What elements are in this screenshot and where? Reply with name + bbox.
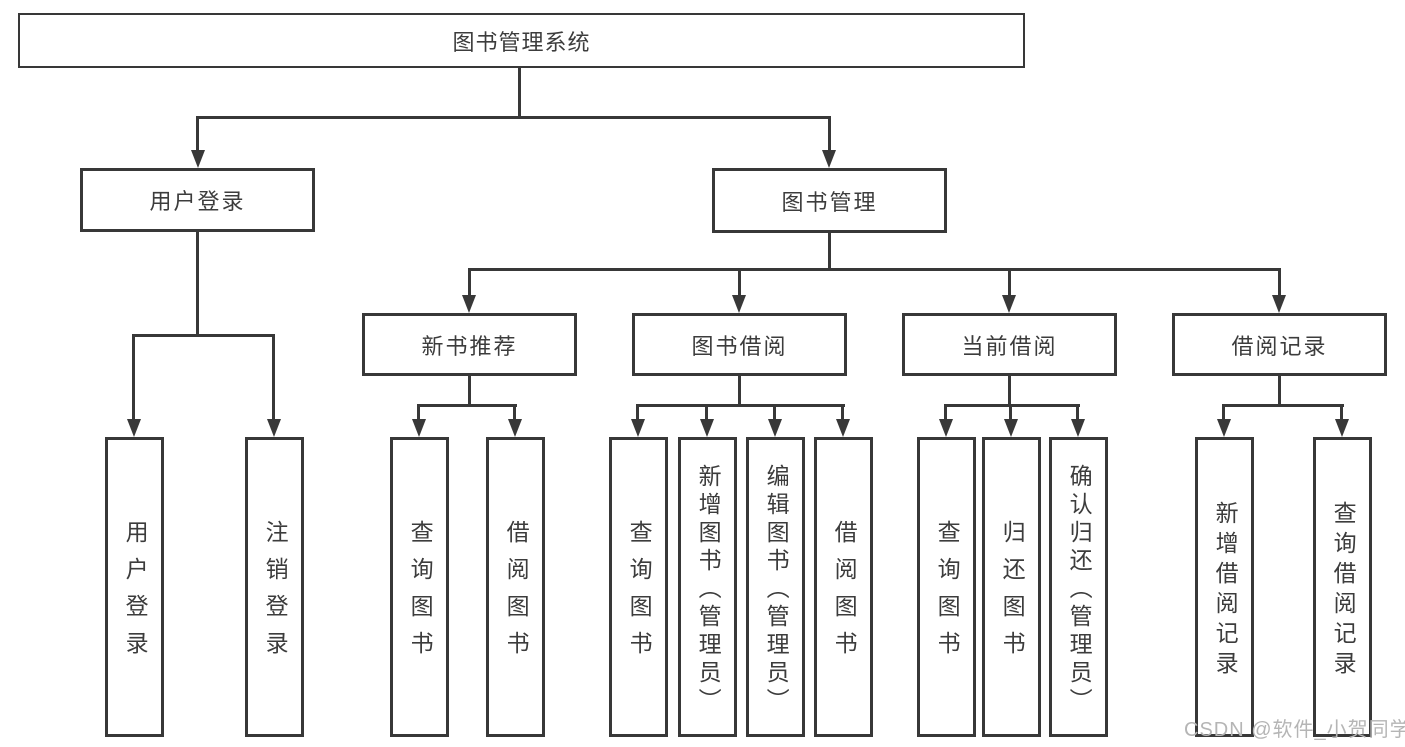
node-borrowing-records: 借阅记录 [1172,313,1387,376]
arrowhead-down-icon [462,295,476,313]
connector-line [738,268,741,297]
connector-line [1008,268,1011,297]
arrowhead-down-icon [1004,419,1018,437]
connector-line [1008,376,1011,407]
leaf-edit-book-admin: 编辑图书（管理员） [746,437,805,737]
arrowhead-down-icon [412,419,426,437]
connector-line [1340,404,1343,420]
arrowhead-down-icon [631,419,645,437]
leaf-logout: 注销登录 [245,437,304,737]
node-label: 查询借阅记录 [1330,500,1357,681]
connector-line [705,404,708,420]
arrowhead-down-icon [1272,295,1286,313]
node-label: 当前借阅 [961,333,1058,359]
arrowhead-down-icon [191,150,205,168]
node-label: 用户登录 [149,189,246,214]
connector-line [468,268,471,297]
arrowhead-down-icon [822,150,836,168]
connector-line [196,232,199,336]
connector-line [132,334,135,420]
node-book-borrowing: 图书借阅 [632,313,847,376]
connector-line [1278,376,1281,407]
node-label: 查询图书 [626,520,653,668]
watermark-text: CSDN @软件_小贺同学 [1184,719,1405,741]
connector-line [513,404,516,420]
leaf-user-login: 用户登录 [105,437,164,737]
node-current-borrowing: 当前借阅 [902,313,1117,376]
node-user-login: 用户登录 [80,168,315,232]
node-new-book-recommendation: 新书推荐 [362,313,577,376]
arrowhead-down-icon [836,419,850,437]
arrowhead-down-icon [1002,295,1016,313]
connector-line [1278,268,1281,297]
leaf-return-book: 归还图书 [982,437,1041,737]
connector-line [468,268,1280,271]
node-label: 编辑图书（管理员） [763,463,790,716]
connector-line [1222,404,1344,407]
connector-line [1222,404,1225,420]
leaf-add-book-admin: 新增图书（管理员） [678,437,737,737]
node-label: 借阅记录 [1231,333,1328,359]
connector-line [828,233,831,270]
leaf-borrow-books-2: 借阅图书 [814,437,873,737]
node-label: 查询图书 [934,520,961,668]
connector-line [468,376,471,407]
arrowhead-down-icon [508,419,522,437]
arrowhead-down-icon [732,295,746,313]
node-label: 注销登录 [262,520,289,668]
node-label: 查询图书 [407,520,434,668]
arrowhead-down-icon [768,419,782,437]
node-label: 图书管理系统 [452,29,591,55]
arrowhead-down-icon [1217,419,1231,437]
leaf-borrow-books-1: 借阅图书 [486,437,545,737]
node-label: 新增借阅记录 [1212,500,1239,681]
node-book-management: 图书管理 [712,168,947,233]
connector-line [841,404,844,420]
node-label: 图书管理 [781,189,878,215]
node-label: 新书推荐 [421,333,518,359]
leaf-query-books-3: 查询图书 [917,437,976,737]
connector-line [1009,404,1012,420]
leaf-add-borrow-record: 新增借阅记录 [1195,437,1254,737]
connector-line [637,404,845,407]
connector-line [773,404,776,420]
node-label: 图书借阅 [691,333,788,359]
connector-line [196,116,199,152]
arrowhead-down-icon [267,419,281,437]
leaf-query-books-2: 查询图书 [609,437,668,737]
connector-line [944,404,1080,407]
leaf-query-borrow-record: 查询借阅记录 [1313,437,1372,737]
leaf-confirm-return-admin: 确认归还（管理员） [1049,437,1108,737]
connector-line [518,68,521,118]
leaf-query-books-1: 查询图书 [390,437,449,737]
node-library-management-system: 图书管理系统 [18,13,1025,68]
arrowhead-down-icon [1071,419,1085,437]
connector-line [196,116,831,119]
connector-line [417,404,420,420]
connector-line [738,376,741,407]
connector-line [828,116,831,152]
connector-line [944,404,947,420]
arrowhead-down-icon [700,419,714,437]
connector-line [132,334,274,337]
arrowhead-down-icon [127,419,141,437]
arrowhead-down-icon [939,419,953,437]
connector-line [636,404,639,420]
node-label: 归还图书 [999,520,1026,668]
node-label: 借阅图书 [831,520,858,668]
node-label: 用户登录 [122,520,149,668]
node-label: 新增图书（管理员） [695,463,722,716]
node-label: 确认归还（管理员） [1066,463,1093,716]
connector-line [272,334,275,420]
node-label: 借阅图书 [503,520,530,668]
connector-line [417,404,517,407]
connector-line [1076,404,1079,420]
arrowhead-down-icon [1335,419,1349,437]
